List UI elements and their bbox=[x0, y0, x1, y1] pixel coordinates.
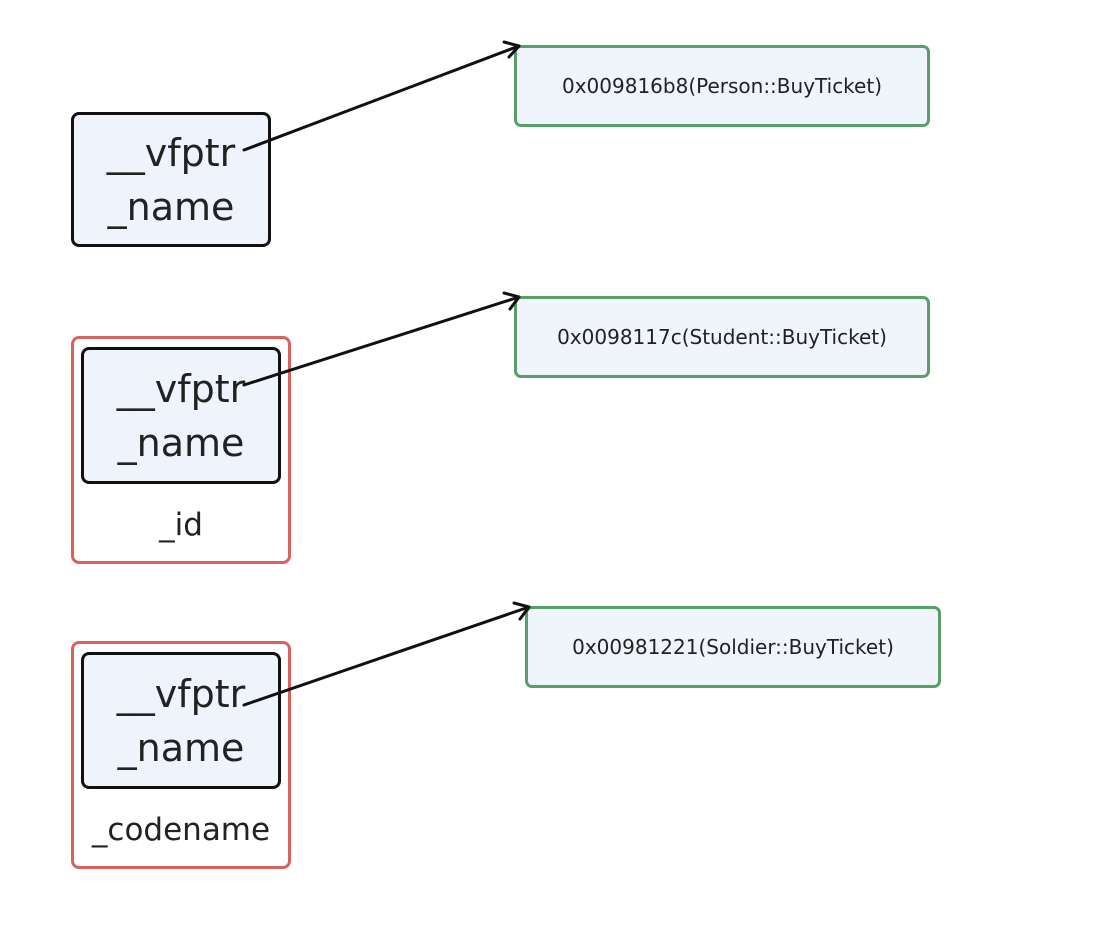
soldier-codename-field: _codename bbox=[91, 812, 271, 848]
student-id-field: _id bbox=[159, 507, 203, 543]
person-vfptr-label: __vfptr bbox=[106, 130, 236, 175]
student-vfptr-arrow bbox=[242, 291, 521, 387]
student-base-part-box: __vfptr _name bbox=[81, 347, 281, 484]
person-vfptr-arrow bbox=[242, 40, 521, 152]
soldier-vtable-entry: 0x00981221(Soldier::BuyTicket) bbox=[525, 606, 941, 688]
person-vtable-entry: 0x009816b8(Person::BuyTicket) bbox=[514, 45, 930, 127]
student-name-label: _name bbox=[117, 420, 245, 465]
student-vtable-entry: 0x0098117c(Student::BuyTicket) bbox=[514, 296, 930, 378]
soldier-name-label: _name bbox=[117, 725, 245, 770]
person-object-box: __vfptr _name bbox=[71, 112, 271, 247]
person-name-label: _name bbox=[107, 184, 235, 229]
soldier-base-part-box: __vfptr _name bbox=[81, 652, 281, 789]
soldier-vfptr-label: __vfptr bbox=[116, 671, 246, 716]
soldier-vfptr-arrow bbox=[242, 601, 531, 707]
student-vfptr-label: __vfptr bbox=[116, 366, 246, 411]
